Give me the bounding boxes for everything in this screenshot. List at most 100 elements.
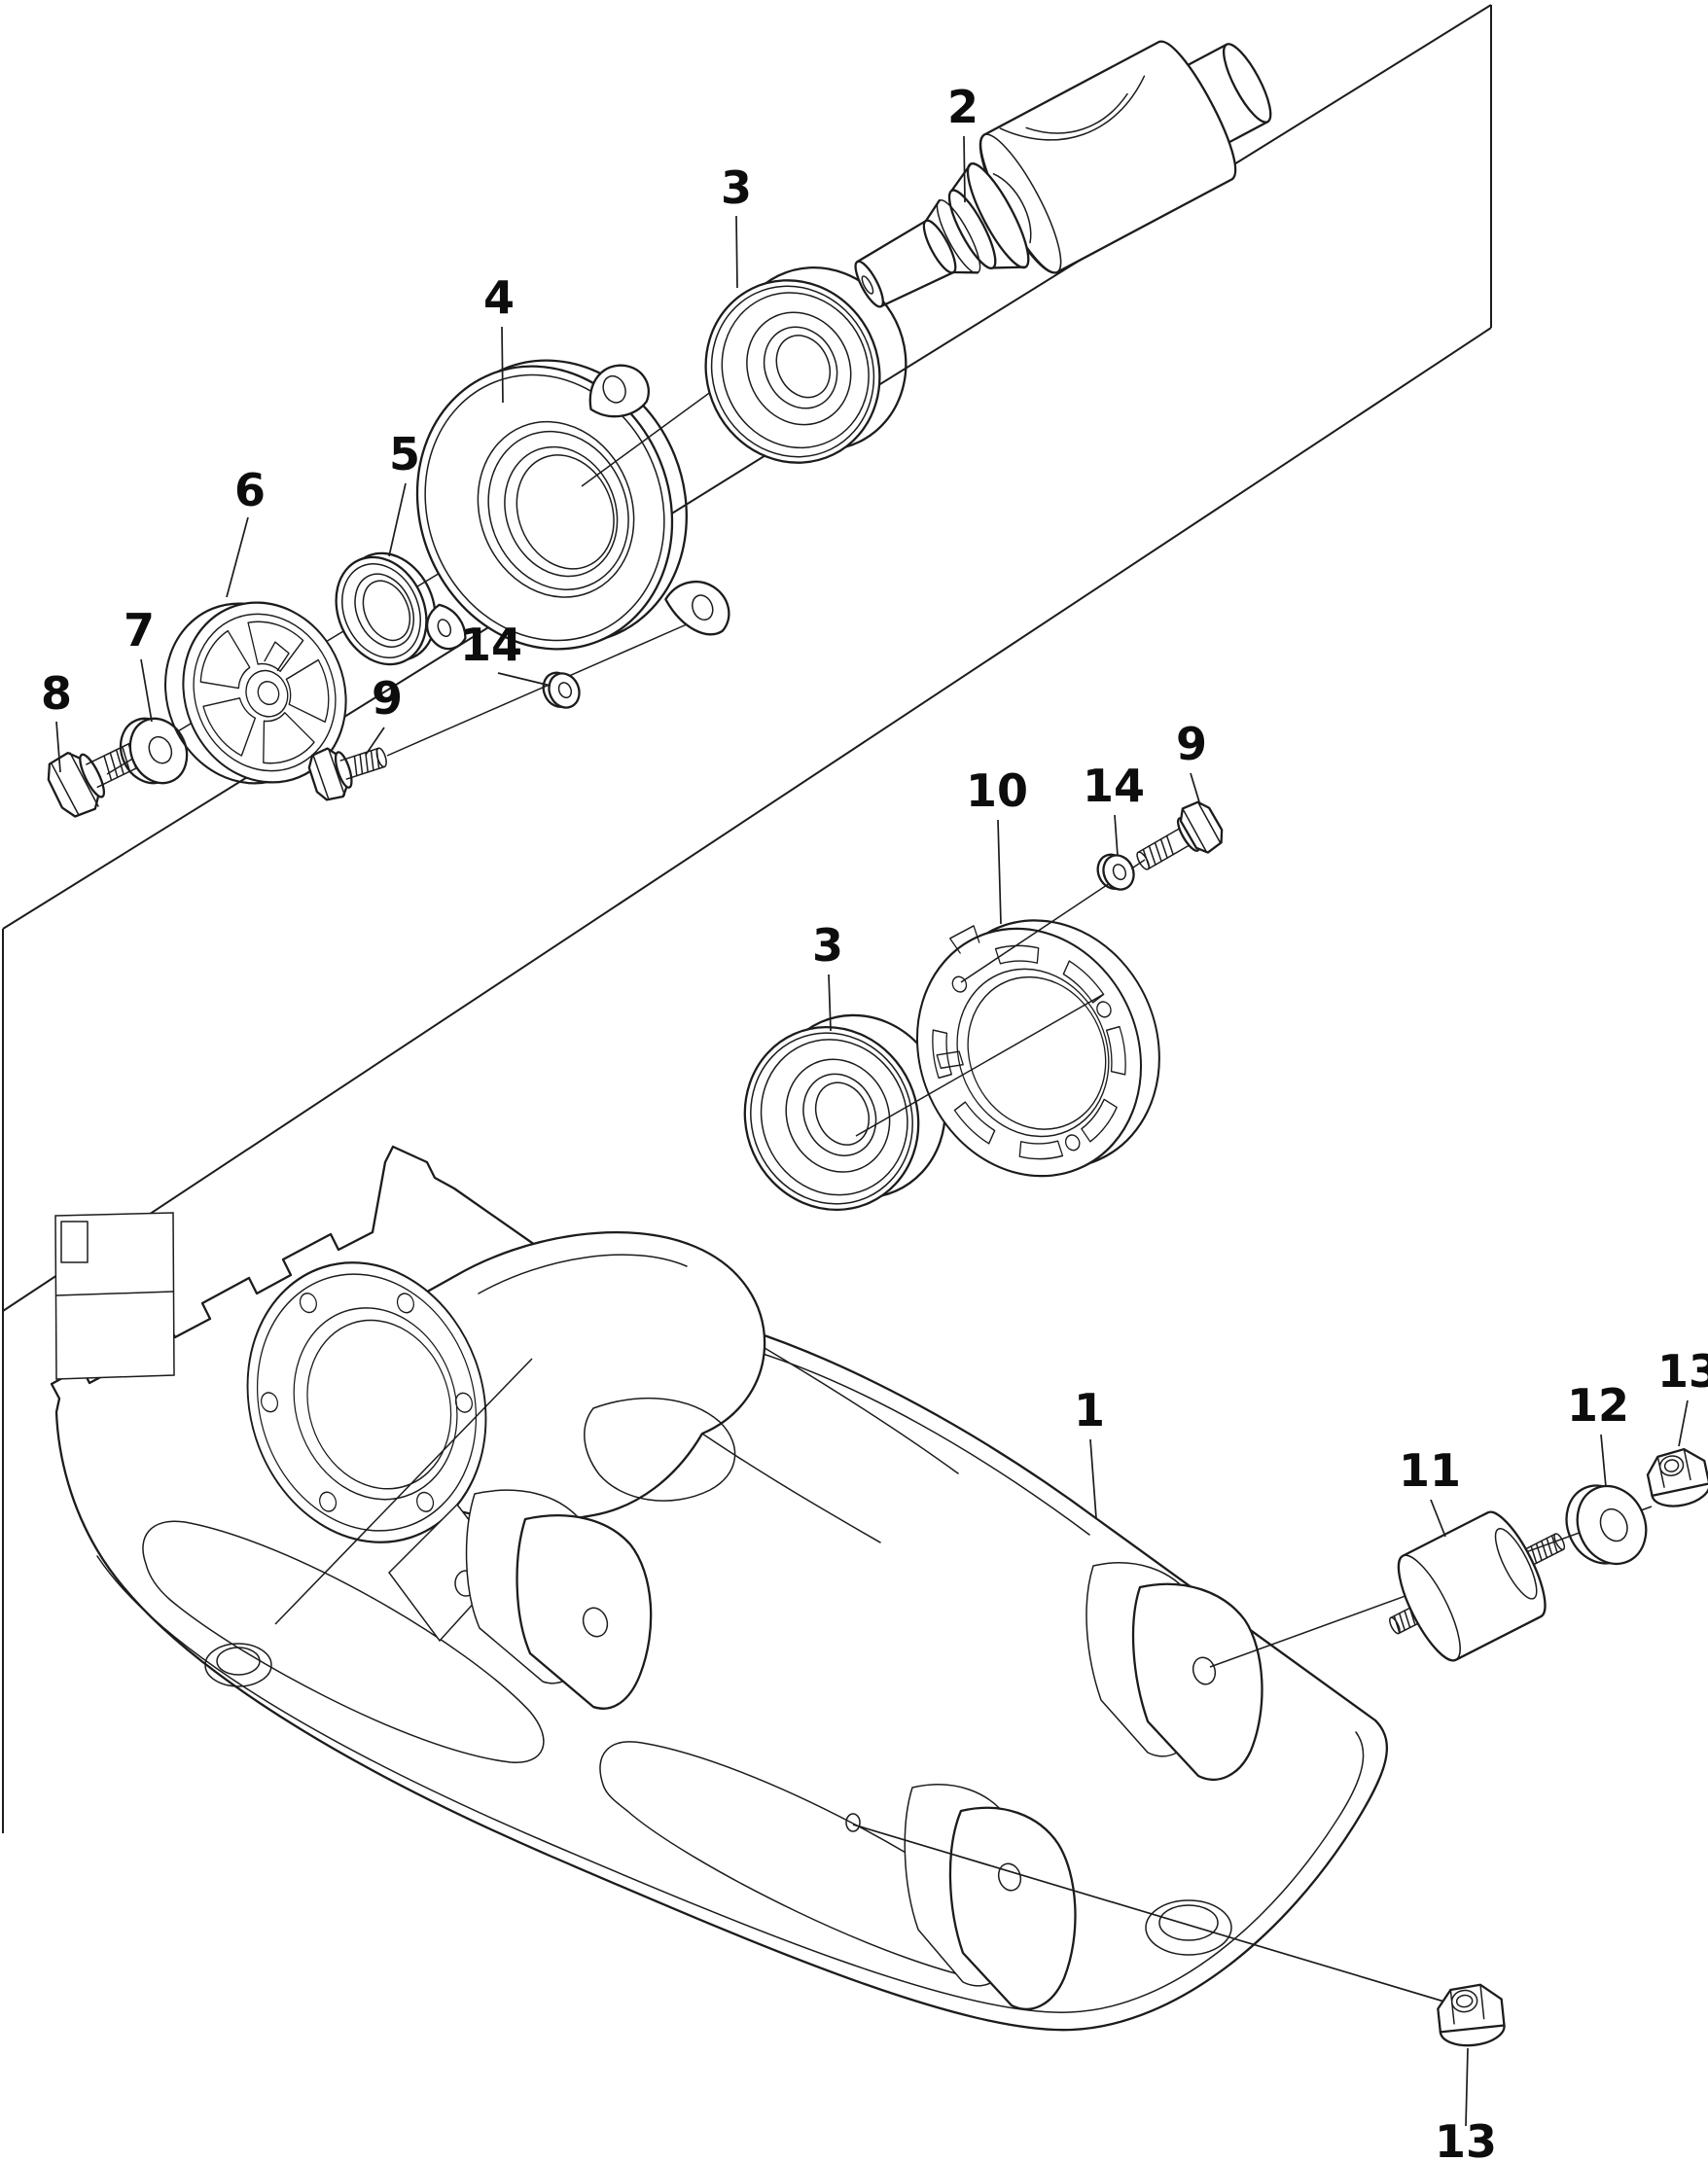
pulley-window	[285, 658, 330, 724]
flange-bore-inner	[306, 1319, 452, 1490]
leader-line-11	[1430, 1499, 1446, 1538]
screw-threads	[353, 748, 380, 777]
leader-line-10	[997, 819, 1002, 925]
cover-boss-inner	[487, 430, 629, 590]
nut-facets	[1656, 1448, 1691, 1488]
nut-facets	[1449, 1984, 1485, 2025]
leader-line-9a	[365, 727, 385, 756]
ring-tab	[949, 925, 980, 954]
callout-4-label: 4	[483, 271, 515, 324]
leader-line-13-bottom-long	[852, 1824, 1458, 2006]
cover-lug-bottom-hole	[692, 594, 714, 621]
seal-lip	[362, 580, 411, 642]
leader-line-9b	[1190, 772, 1201, 806]
part-4-bearing-cover	[415, 359, 730, 651]
flange-hole	[319, 1491, 338, 1512]
part-14-washer-left	[542, 671, 581, 709]
leader-line-13a	[1678, 1400, 1689, 1447]
washer-face	[1102, 854, 1135, 891]
shaft-step-3	[922, 219, 957, 274]
gusset-c-front	[1131, 1582, 1263, 1781]
nut-hole	[1658, 1455, 1685, 1476]
part-3-bearing-upper	[704, 266, 907, 464]
part-9-screw-right	[1136, 800, 1224, 870]
nut-hole-inner	[1455, 1994, 1474, 2008]
console-slot	[60, 1221, 89, 1263]
washer-face	[548, 672, 581, 709]
bearing-bore-inner	[814, 1081, 870, 1146]
part-14-washer-right	[1096, 853, 1135, 891]
pulley-hub-bore	[257, 681, 280, 706]
part-9-screw-left	[307, 747, 387, 801]
pulley-window	[199, 629, 251, 690]
shaft-end-cylinder	[1180, 43, 1269, 147]
washer-hole	[1599, 1507, 1628, 1542]
cover-lug-bottom	[664, 581, 730, 636]
pulley-face-ring	[193, 613, 337, 772]
callout-5-label: 5	[389, 428, 420, 480]
gusset-c-hole	[1192, 1656, 1217, 1685]
ring-bore	[956, 968, 1110, 1138]
shaft-scoop-inner	[1025, 92, 1128, 134]
shaft-step-2	[947, 189, 997, 269]
shaft-cone-2	[924, 198, 979, 274]
shaft-face-crescent	[992, 173, 1032, 244]
frame-top-edge	[2, 4, 1492, 930]
ring-hole	[1064, 1134, 1081, 1152]
screw-head	[1179, 800, 1224, 854]
screw-tip	[375, 747, 387, 768]
housing-rib-1	[701, 1433, 881, 1543]
flange-face-ring	[256, 1273, 478, 1532]
callout-11-label: 11	[1399, 1444, 1461, 1497]
part-1-base-plate	[50, 1145, 1389, 2032]
callout-3a-label: 3	[721, 161, 752, 214]
ring-slot	[953, 1101, 996, 1145]
gusset-a-hole	[582, 1607, 609, 1638]
floor-recess-left	[142, 1520, 545, 1763]
pulley-window	[247, 620, 304, 673]
shaft-cone-1	[950, 162, 1027, 269]
leader-line-14b	[1114, 814, 1119, 857]
nut-hole	[1450, 1989, 1478, 2013]
axis-line-flange	[274, 1358, 533, 1625]
callout-14a-label: 14	[460, 619, 522, 671]
bearing-ring-3	[785, 1058, 891, 1173]
seal-bore	[354, 573, 414, 648]
buffer-stud-right-tip	[1553, 1533, 1566, 1551]
callout-3b-label: 3	[812, 919, 843, 972]
buffer-body	[1397, 1510, 1547, 1662]
cover-tab-left	[426, 603, 467, 651]
callout-6-label: 6	[234, 464, 266, 516]
callout-13b-label: 13	[1435, 2115, 1497, 2162]
part-12-flat-washer	[1565, 1484, 1648, 1566]
leader-line-13b	[1465, 2047, 1469, 2127]
flange-hole	[416, 1491, 435, 1512]
callout-8-label: 8	[41, 667, 72, 720]
part-11-rubber-buffer	[1389, 1510, 1566, 1662]
shaft-tip-face	[854, 260, 884, 308]
washer-hole	[148, 735, 173, 764]
ring-slot	[1081, 1098, 1118, 1143]
cover-rim-line	[424, 373, 665, 642]
pulley-window	[202, 697, 257, 757]
callouts: 1 2 3 3 4 5 6 7 8 9 9 10 11 12 13 13 14 …	[41, 81, 1708, 2162]
part-2-exciter-shaft	[854, 40, 1272, 308]
shaft-tip-cylinder	[856, 219, 955, 308]
buffer-right-boss	[1494, 1528, 1538, 1600]
cover-lug-top	[588, 364, 650, 418]
cover-lug-top-hole	[602, 374, 626, 404]
leader-line-8	[55, 721, 61, 773]
buffer-stud-left-threads	[1393, 1607, 1416, 1634]
leader-line-14a	[497, 672, 552, 687]
ring-slot	[994, 944, 1040, 965]
shaft-scoop	[999, 75, 1146, 141]
housing-window	[584, 1397, 736, 1502]
screw-threads	[1142, 834, 1174, 869]
flange-hole	[260, 1392, 279, 1413]
buffer-stud-right-threads	[1530, 1535, 1558, 1564]
flange-hole	[396, 1293, 414, 1314]
leader-line-4	[501, 326, 504, 404]
bearing-bore-inner	[775, 335, 832, 399]
ring-slot	[1018, 1140, 1064, 1160]
